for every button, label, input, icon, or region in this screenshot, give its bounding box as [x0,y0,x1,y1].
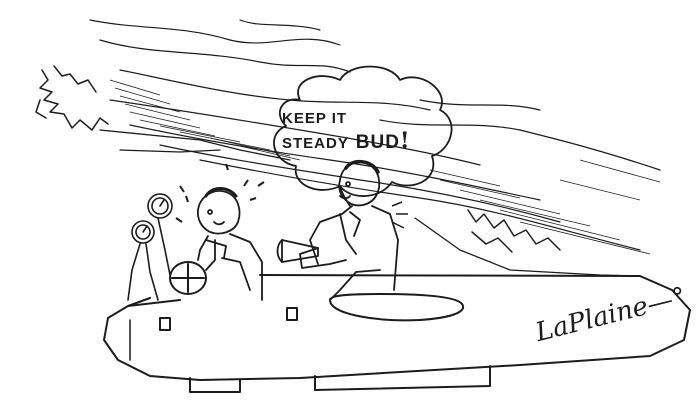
speech-line-1: KEEP IT [282,110,348,127]
horn-icon [276,239,319,263]
speech-bubble [273,65,453,207]
smoke-trail [89,19,661,251]
speech-emphasis: BUD [355,132,400,153]
steering-wheel-icon [169,261,207,295]
speech-bubble-text: KEEP IT STEADY BUD! [282,108,422,155]
sweat-drops-icon [175,163,265,223]
dashboard-gauges-icon [127,193,173,301]
exclamation-mark: ! [399,128,411,154]
speech-line-2: STEADY BUD! [282,130,422,155]
shock-lines [391,201,408,229]
passenger-figure [299,159,399,301]
trees-left [35,65,109,131]
smoke-hatching [109,79,661,255]
car-body [103,274,691,393]
driver-figure [197,187,263,301]
speech-line-2-prefix: STEADY [282,135,349,152]
trees-right [467,209,561,253]
